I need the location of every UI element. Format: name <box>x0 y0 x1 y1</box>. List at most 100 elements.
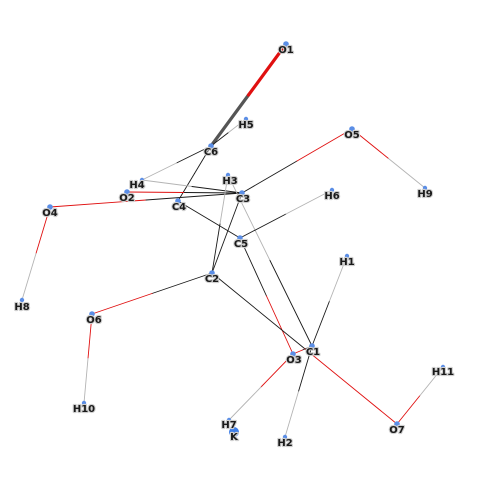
bond-half <box>260 353 294 388</box>
atom-label-o5: O5 <box>344 130 360 141</box>
bond-half <box>177 200 210 220</box>
bond-half <box>266 295 294 355</box>
bond-c6-h5 <box>210 118 247 147</box>
atom-h6[interactable] <box>329 187 335 193</box>
atom-label-h11: H11 <box>432 367 454 378</box>
atom-label-o6: O6 <box>86 315 102 326</box>
atom-o7[interactable] <box>394 421 400 427</box>
bond-o2-c3 <box>126 191 243 194</box>
atom-label-h2: H2 <box>277 438 292 449</box>
bond-half <box>388 158 426 189</box>
bond-half <box>284 391 299 438</box>
atom-c5[interactable] <box>237 235 243 241</box>
bond-half <box>208 219 241 239</box>
bond-o6-h10 <box>83 313 93 404</box>
bond-h3-c1 <box>227 174 313 347</box>
bond-half <box>83 358 89 404</box>
atom-label-k: K <box>230 432 239 443</box>
bond-o4-c3 <box>49 192 243 208</box>
bond-half <box>87 313 93 359</box>
bond-c6-h4 <box>141 145 212 181</box>
atom-label-c1: C1 <box>306 347 320 358</box>
bond-half <box>351 128 389 159</box>
atom-label-o2: O2 <box>119 193 135 204</box>
atom-c3[interactable] <box>239 190 245 196</box>
bond-c6-c4 <box>177 145 212 202</box>
atom-h10[interactable] <box>81 400 87 406</box>
bond-half <box>419 366 444 396</box>
atom-o3[interactable] <box>290 351 296 357</box>
bond-half <box>239 213 287 239</box>
atom-c6[interactable] <box>208 143 214 149</box>
atom-c2[interactable] <box>209 270 215 276</box>
bond-o3-h7 <box>228 353 294 421</box>
bond-half <box>296 128 353 162</box>
bond-c4-c5 <box>177 200 241 239</box>
bond-layer <box>21 42 444 438</box>
bond-c5-o3 <box>239 237 294 355</box>
atom-h7[interactable] <box>226 417 232 423</box>
bond-half <box>269 260 313 347</box>
bond-half <box>211 232 228 274</box>
bond-half <box>210 132 229 147</box>
atom-o1[interactable] <box>283 41 289 47</box>
atom-h9[interactable] <box>422 185 428 191</box>
bond-c3-o5 <box>241 128 353 194</box>
bond-half <box>145 192 243 201</box>
bond-half <box>396 395 421 425</box>
bond-half <box>184 192 243 194</box>
bond-half <box>151 272 213 294</box>
bond-half <box>176 145 212 164</box>
bond-half <box>285 189 333 215</box>
bond-half <box>227 174 271 261</box>
atom-o6[interactable] <box>89 311 95 317</box>
atom-h5[interactable] <box>243 116 249 122</box>
bond-c2-o7 <box>211 272 398 425</box>
bond-half <box>91 293 153 315</box>
bond-half <box>241 160 298 194</box>
atom-label-c2: C2 <box>205 274 219 285</box>
atom-label-o3: O3 <box>286 355 302 366</box>
atom-label-h1: H1 <box>339 257 354 268</box>
atom-k[interactable] <box>229 427 239 437</box>
bond-o7-h11 <box>396 366 444 425</box>
bond-o5-h9 <box>351 128 426 189</box>
atom-c4[interactable] <box>175 198 181 204</box>
atom-h1[interactable] <box>344 253 350 259</box>
atom-label-h5: H5 <box>238 120 253 131</box>
atom-label-c6: C6 <box>204 147 218 158</box>
atom-h2[interactable] <box>282 434 288 440</box>
bond-c2-o6 <box>91 272 213 315</box>
bond-half <box>141 179 193 187</box>
bond-half <box>191 186 243 194</box>
atom-label-o7: O7 <box>389 425 405 436</box>
atom-c1[interactable] <box>309 343 315 349</box>
atom-o4[interactable] <box>47 204 53 210</box>
bond-c6-o1 <box>209 42 288 148</box>
bond-half <box>246 42 288 97</box>
atom-h4[interactable] <box>139 177 145 183</box>
bond-half <box>211 223 221 274</box>
bond-c5-h6 <box>239 189 333 239</box>
atom-label-o1: O1 <box>278 45 294 56</box>
atom-h8[interactable] <box>19 297 25 303</box>
atom-label-o4: O4 <box>42 208 58 219</box>
atom-h11[interactable] <box>440 364 446 370</box>
atom-o5[interactable] <box>349 126 355 132</box>
bond-o4-h8 <box>21 206 51 301</box>
bond-half <box>239 237 267 297</box>
bond-half <box>49 199 147 208</box>
atom-h3[interactable] <box>225 172 231 178</box>
bond-c3-c2 <box>211 192 243 274</box>
bond-half <box>298 345 313 392</box>
atom-label-h6: H6 <box>324 191 339 202</box>
atom-o2[interactable] <box>124 189 130 195</box>
bond-half <box>126 191 185 193</box>
atom-label-h3: H3 <box>222 176 237 187</box>
bond-half <box>226 192 243 234</box>
bond-half <box>209 93 251 148</box>
bond-half <box>329 255 348 302</box>
